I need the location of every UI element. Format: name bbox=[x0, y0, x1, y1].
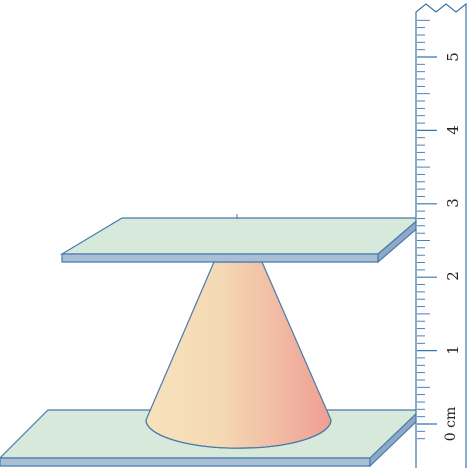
bottom-plate-front bbox=[0, 457, 371, 467]
top-plate-top bbox=[59, 217, 422, 255]
ruler-label-2: 2 bbox=[444, 271, 462, 281]
ruler-label-1: 1 bbox=[444, 345, 462, 355]
ruler-label-3: 3 bbox=[444, 198, 462, 208]
cone-base-edge bbox=[145, 419, 332, 449]
ruler-ticks bbox=[417, 19, 437, 440]
top-plate-front bbox=[61, 253, 379, 263]
ruler-label-0: 0 cm bbox=[443, 407, 459, 441]
top-plate bbox=[59, 214, 422, 264]
ruler: 0 cm 1 2 3 4 5 bbox=[415, 2, 467, 468]
ruler-body bbox=[415, 2, 467, 468]
ruler-label-5: 5 bbox=[444, 52, 462, 62]
cone-body bbox=[145, 261, 332, 449]
ruler-label-4: 4 bbox=[444, 125, 462, 135]
cone bbox=[145, 261, 332, 449]
